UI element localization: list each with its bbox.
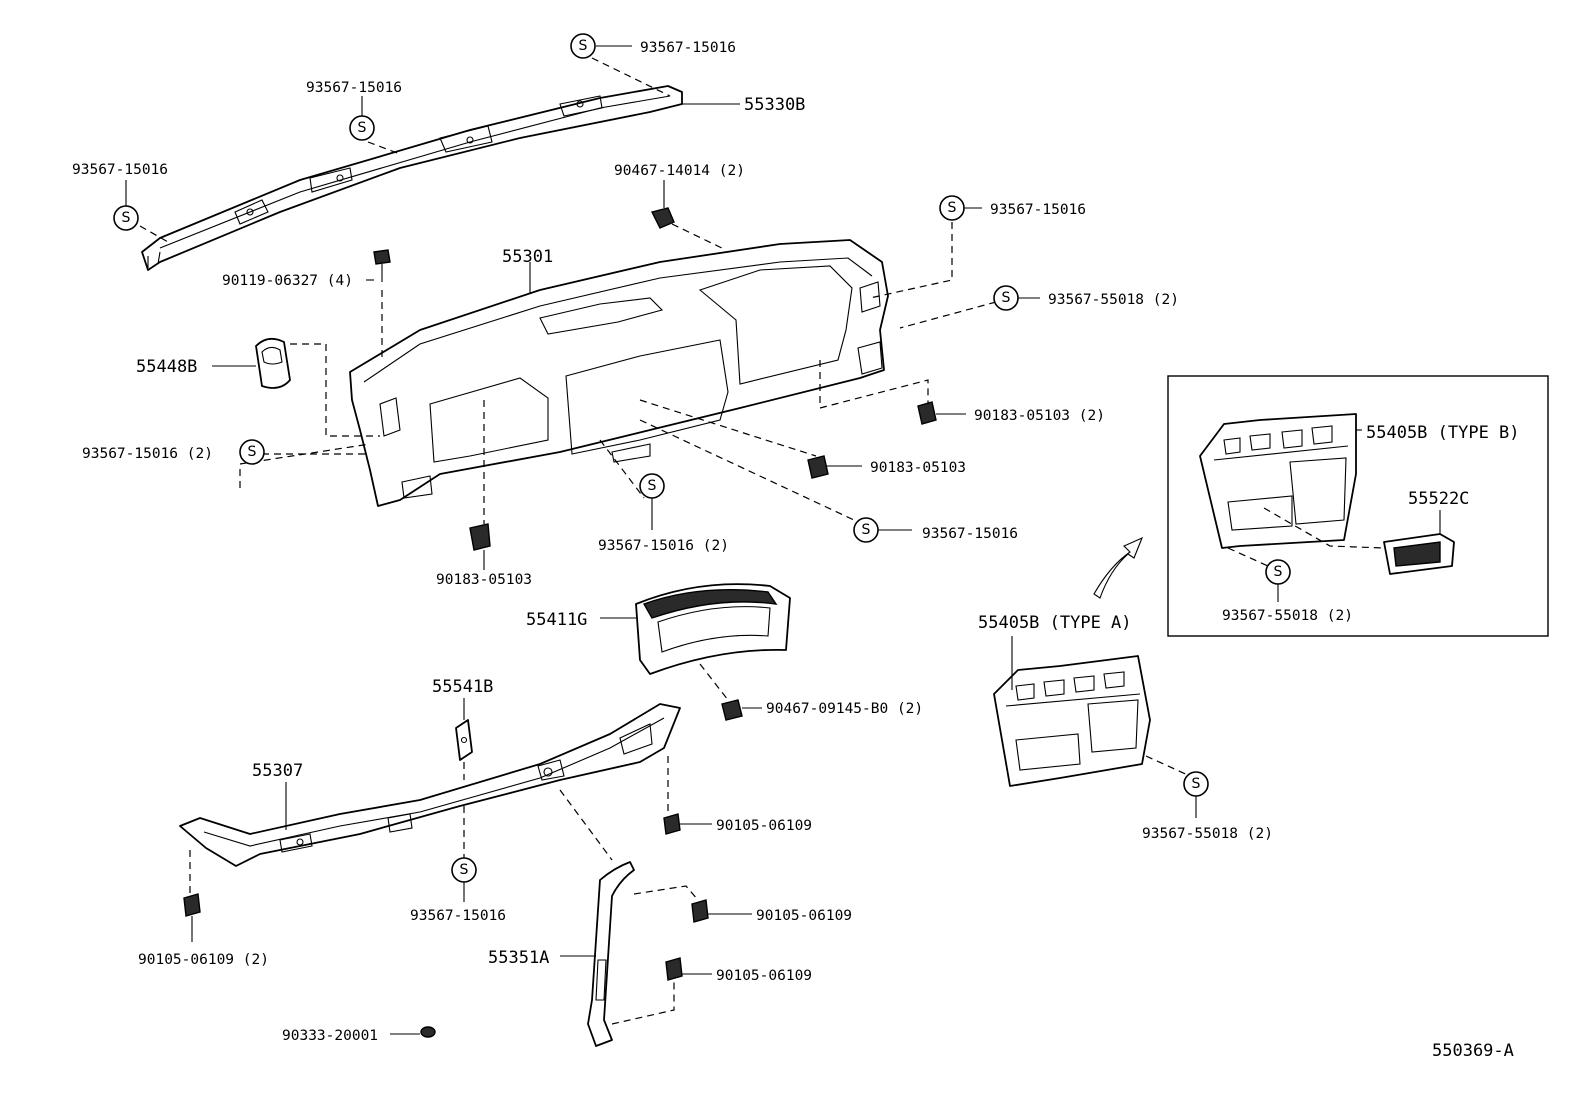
- svg-text:S: S: [648, 478, 657, 494]
- label-90467-14014: 90467-14014 (2): [614, 163, 745, 179]
- fastener-90105-06109-b: [691, 899, 709, 923]
- svg-text:S: S: [862, 522, 871, 538]
- label-55522c: 55522C: [1408, 489, 1469, 509]
- leader-lines: [125, 45, 1441, 1035]
- svg-text:S: S: [1192, 776, 1201, 792]
- label-55541b: 55541B: [432, 677, 493, 697]
- fastener-90105-06109-d: [665, 957, 683, 981]
- label-55351a: 55351A: [488, 948, 549, 968]
- svg-text:S: S: [248, 444, 257, 460]
- label-90105-06109-b: 90105-06109: [756, 908, 852, 924]
- arrow-icon: [1093, 536, 1144, 599]
- label-55448b: 55448B: [136, 357, 197, 377]
- label-55330b: 55330B: [744, 95, 805, 115]
- fastener-90183-05103-a: [917, 401, 937, 425]
- label-55411g: 55411G: [526, 610, 587, 630]
- label-93567-15016-a: 93567-15016: [306, 80, 402, 96]
- label-93567-15016-e: 93567-15016: [922, 526, 1018, 542]
- s-symbol-icon: S: [639, 473, 665, 499]
- fastener-90105-06109-a: [663, 813, 681, 835]
- label-55307: 55307: [252, 761, 303, 781]
- label-55405b-type-a: 55405B (TYPE A): [978, 613, 1132, 633]
- fastener-90183-05103-b: [807, 455, 829, 479]
- part-55448b: [255, 337, 291, 389]
- fastener-90119-06327: [373, 249, 391, 282]
- label-90105-06109-a: 90105-06109: [716, 818, 812, 834]
- part-55522c: [1383, 533, 1455, 575]
- label-90183-05103-b: 90183-05103: [870, 460, 966, 476]
- part-55351a-brace: [587, 861, 635, 1047]
- part-55411g-cluster-hood: [635, 583, 791, 675]
- part-55405b-type-b: [1199, 413, 1357, 549]
- dashed-lines: [139, 57, 1385, 1025]
- label-93567-15016-b: 93567-15016: [72, 162, 168, 178]
- svg-text:S: S: [358, 120, 367, 136]
- part-55405b-type-a: [993, 655, 1151, 787]
- s-symbol-icon: S: [939, 195, 965, 221]
- part-55301-dash-panel: [349, 239, 889, 507]
- svg-text:S: S: [579, 38, 588, 54]
- s-symbol-icon: S: [113, 205, 139, 231]
- svg-text:S: S: [122, 210, 131, 226]
- svg-text:S: S: [460, 862, 469, 878]
- label-90183-05103-c: 90183-05103: [436, 572, 532, 588]
- s-symbol-icon: S: [570, 33, 596, 59]
- label-93567-15016-g: 93567-15016: [410, 908, 506, 924]
- label-93567-15016-top: 93567-15016: [640, 40, 736, 56]
- part-55330b-reinforcement: [141, 85, 683, 271]
- label-93567-15016-c: 93567-15016: [990, 202, 1086, 218]
- fastener-90333-20001: [420, 1026, 436, 1038]
- label-90183-05103-a: 90183-05103 (2): [974, 408, 1105, 424]
- s-symbol-icon: S: [451, 857, 477, 883]
- s-symbol-icon: S: [1265, 559, 1291, 585]
- label-90105-06109-d: 90105-06109: [716, 968, 812, 984]
- label-93567-55018-a: 93567-55018 (2): [1048, 292, 1179, 308]
- part-55307-lower-reinforcement: [179, 703, 681, 867]
- fastener-90467-14014: [650, 207, 675, 229]
- diagram-reference-number: 550369-A: [1432, 1041, 1514, 1061]
- s-symbol-icon: S: [349, 115, 375, 141]
- svg-text:S: S: [1002, 290, 1011, 306]
- s-symbol-icon: S: [993, 285, 1019, 311]
- label-93567-15016-f: 93567-15016 (2): [598, 538, 729, 554]
- label-55405b-type-b: 55405B (TYPE B): [1366, 423, 1520, 443]
- label-93567-55018-c: 93567-55018 (2): [1142, 826, 1273, 842]
- label-90333-20001: 90333-20001: [282, 1028, 378, 1044]
- s-symbol-icon: S: [1183, 771, 1209, 797]
- s-symbol-icon: S: [239, 439, 265, 465]
- fastener-90105-06109-c: [183, 893, 201, 917]
- fastener-90467-09145: [721, 699, 743, 721]
- label-93567-55018-b: 93567-55018 (2): [1222, 608, 1353, 624]
- label-55301: 55301: [502, 247, 553, 267]
- label-90105-06109-c: 90105-06109 (2): [138, 952, 269, 968]
- part-labels: 93567-15016 55330B 93567-15016 93567-150…: [72, 40, 1520, 1061]
- part-55541b-bracket: [455, 719, 473, 761]
- s-symbol-icon: S: [853, 517, 879, 543]
- label-90467-09145: 90467-09145-B0 (2): [766, 701, 923, 717]
- inset-frame-type-b: [1167, 375, 1549, 637]
- svg-text:S: S: [1274, 564, 1283, 580]
- svg-text:S: S: [948, 200, 957, 216]
- label-93567-15016-d: 93567-15016 (2): [82, 446, 213, 462]
- fastener-90183-05103-c: [469, 523, 491, 551]
- label-90119-06327: 90119-06327 (4): [222, 273, 353, 289]
